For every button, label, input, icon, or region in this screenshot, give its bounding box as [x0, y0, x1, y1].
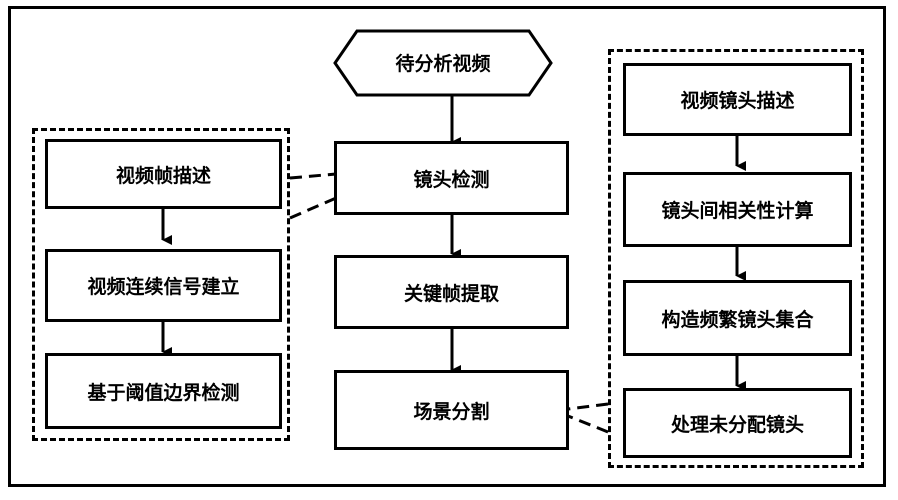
keyframe-extraction-box: 关键帧提取: [334, 255, 569, 329]
continuous-signal-box: 视频连续信号建立: [45, 249, 282, 322]
right-dashed-group: [608, 49, 864, 468]
shot-description-box: 视频镜头描述: [623, 63, 852, 136]
threshold-detection-box: 基于阈值边界检测: [45, 353, 282, 429]
shot-correlation-box: 镜头间相关性计算: [623, 172, 852, 247]
start-hexagon: 待分析视频: [333, 29, 553, 97]
dashed-link-right-top: [558, 402, 609, 416]
start-label: 待分析视频: [395, 52, 490, 75]
scene-segmentation-box: 场景分割: [334, 370, 569, 450]
frame-description-box: 视频帧描述: [45, 139, 282, 209]
left-dashed-group: [32, 128, 290, 441]
shot-detection-box: 镜头检测: [334, 141, 569, 215]
dashed-link-right-bottom: [567, 414, 609, 434]
dashed-link-left-top: [289, 172, 337, 180]
unassigned-shots-box: 处理未分配镜头: [623, 388, 852, 458]
dashed-link-left-bottom: [289, 196, 337, 220]
frequent-shot-set-box: 构造频繁镜头集合: [623, 280, 852, 356]
